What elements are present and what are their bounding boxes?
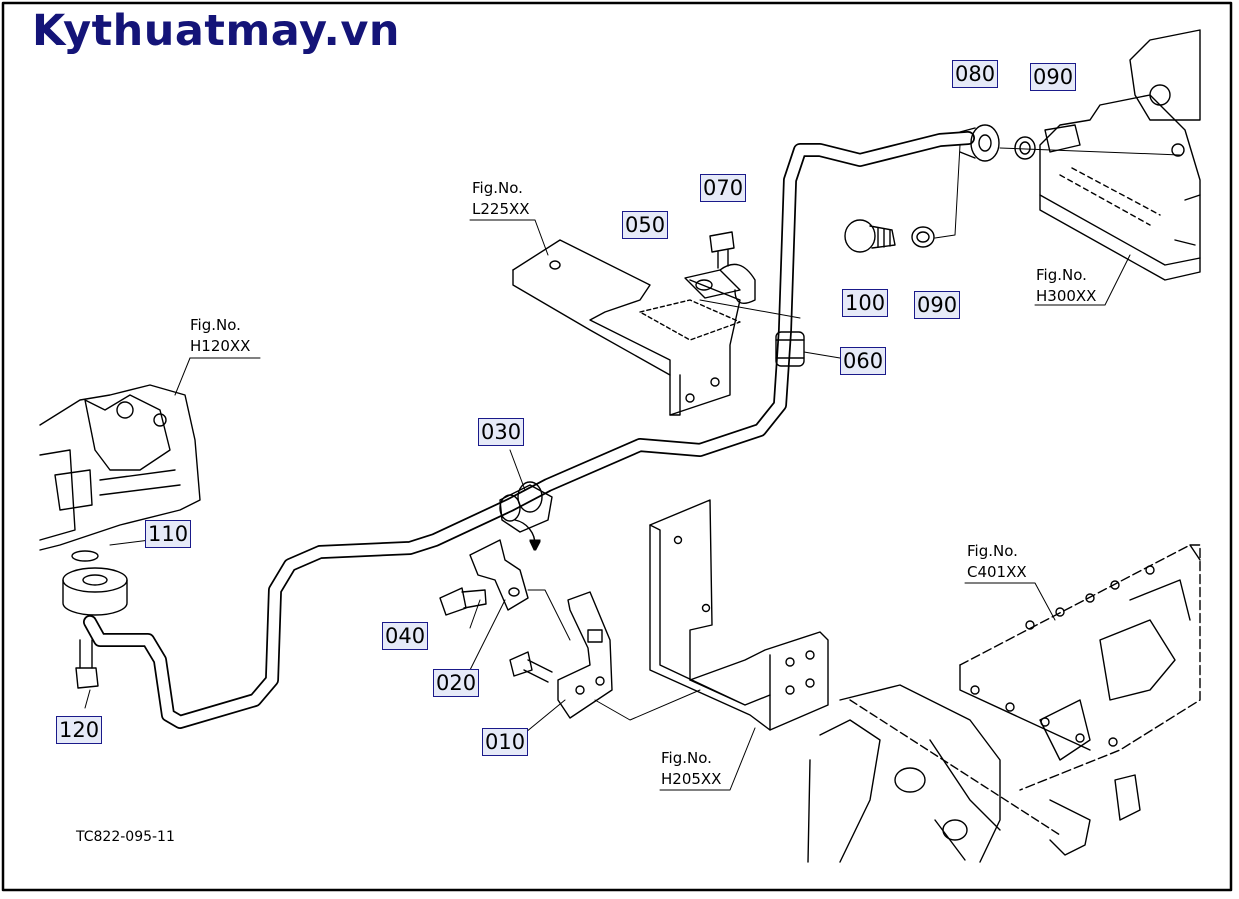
figure-ref-caption: Fig.No. bbox=[1036, 266, 1087, 284]
part-label-090-upper[interactable]: 090 bbox=[1030, 63, 1077, 91]
figure-ref-code: H300XX bbox=[1036, 287, 1097, 305]
bolt-040 bbox=[439, 587, 487, 616]
frame-bracket-l225 bbox=[512, 239, 741, 416]
figure-ref-h120[interactable]: Fig.No. H120XX bbox=[190, 315, 250, 357]
bolt-120 bbox=[75, 639, 99, 689]
figure-ref-code: H205XX bbox=[661, 770, 722, 788]
part-label-040[interactable]: 040 bbox=[382, 622, 429, 650]
figure-leaders bbox=[84, 219, 1131, 791]
figure-ref-code: L225XX bbox=[472, 200, 530, 218]
part-label-060[interactable]: 060 bbox=[840, 347, 887, 375]
figure-ref-caption: Fig.No. bbox=[190, 316, 241, 334]
rubber-grommet-030 bbox=[499, 481, 553, 533]
figure-ref-h300[interactable]: Fig.No. H300XX bbox=[1036, 265, 1096, 307]
part-label-050[interactable]: 050 bbox=[622, 211, 669, 239]
part-label-090-lower[interactable]: 090 bbox=[914, 291, 961, 319]
part-label-030[interactable]: 030 bbox=[478, 418, 525, 446]
part-label-010[interactable]: 010 bbox=[482, 728, 529, 756]
figure-ref-caption: Fig.No. bbox=[967, 542, 1018, 560]
part-label-110[interactable]: 110 bbox=[145, 520, 192, 548]
copper-washer-090-upper bbox=[1014, 136, 1036, 160]
part-label-100[interactable]: 100 bbox=[842, 289, 889, 317]
copper-washer-090-lower bbox=[911, 226, 935, 248]
part-label-120[interactable]: 120 bbox=[56, 716, 103, 744]
transmission-case-c401 bbox=[807, 544, 1201, 863]
figure-ref-code: H120XX bbox=[190, 337, 251, 355]
o-ring-110 bbox=[71, 550, 99, 562]
hydraulic-valve-block bbox=[1039, 29, 1201, 281]
diagram-code: TC822-095-11 bbox=[76, 829, 175, 845]
hydraulic-pump-h120 bbox=[39, 384, 201, 551]
site-watermark: Kythuatmay.vn bbox=[32, 6, 401, 56]
leader-080-090 bbox=[934, 144, 1181, 239]
leader-060 bbox=[699, 299, 841, 359]
pipe-clip-020 bbox=[469, 519, 535, 611]
part-label-080[interactable]: 080 bbox=[952, 60, 999, 88]
bolt-010-fastener bbox=[509, 651, 553, 683]
part-label-020[interactable]: 020 bbox=[433, 669, 480, 697]
bolt-070 bbox=[709, 231, 735, 269]
hydraulic-pipe bbox=[83, 131, 975, 729]
banjo-fitting-080 bbox=[959, 124, 1000, 162]
figure-ref-caption: Fig.No. bbox=[472, 179, 523, 197]
banjo-bolt-100 bbox=[844, 219, 896, 253]
figure-ref-h205[interactable]: Fig.No. H205XX bbox=[661, 748, 721, 790]
pipe-flange bbox=[62, 567, 128, 616]
rubber-grommet-060 bbox=[775, 331, 805, 367]
part-label-070[interactable]: 070 bbox=[700, 174, 747, 202]
figure-ref-code: C401XX bbox=[967, 563, 1027, 581]
figure-ref-l225[interactable]: Fig.No. L225XX bbox=[472, 178, 530, 220]
leader-lower bbox=[469, 589, 701, 738]
stay-bracket-010 bbox=[557, 591, 613, 719]
figure-ref-caption: Fig.No. bbox=[661, 749, 712, 767]
pipe-clamp-050 bbox=[684, 263, 756, 304]
frame-bracket-h205 bbox=[649, 499, 829, 731]
figure-ref-c401[interactable]: Fig.No. C401XX bbox=[967, 541, 1027, 583]
